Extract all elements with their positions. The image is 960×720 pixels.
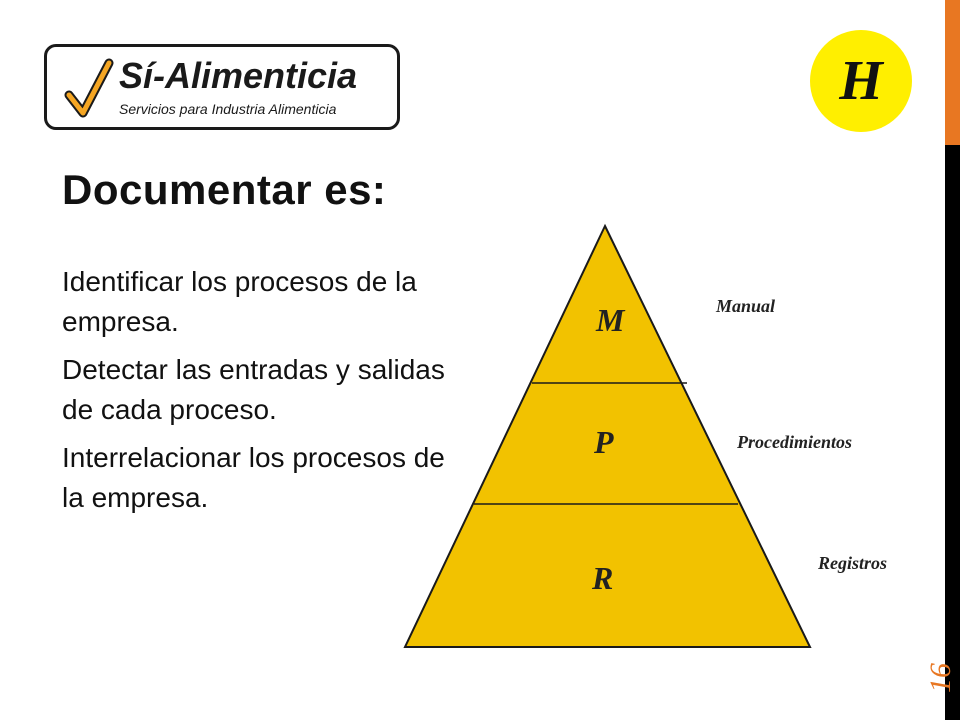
accent-bar-orange [945,0,960,145]
bullet-item: Interrelacionar los procesos de la empre… [62,442,445,513]
label-records: Registros [818,553,888,573]
logo-tagline: Servicios para Industria Alimenticia [119,101,337,117]
section-badge-letter: H [839,50,883,112]
pyramid-level-records: R [592,560,614,596]
pyramid-level-manual: M [596,302,625,338]
slide-title: Documentar es: [62,166,387,213]
pyramid-level-procedures: P [594,424,614,460]
bullet-list: Identificar los procesos de la empresa. … [62,262,452,526]
section-badge: H [810,30,912,132]
checkmark-icon [64,58,114,118]
page-number: 16 [924,663,957,693]
pyramid-shape [403,223,812,648]
logo-name: Sí-Alimenticia [119,55,358,96]
bullet-item: Detectar las entradas y salidas de cada … [62,354,445,425]
label-manual: Manual [716,296,776,316]
bullet-item: Identificar los procesos de la empresa. [62,266,417,337]
accent-bar-black [945,145,960,720]
company-logo: Sí-Alimenticia Servicios para Industria … [44,44,400,130]
label-procedures: Procedimientos [737,432,852,452]
